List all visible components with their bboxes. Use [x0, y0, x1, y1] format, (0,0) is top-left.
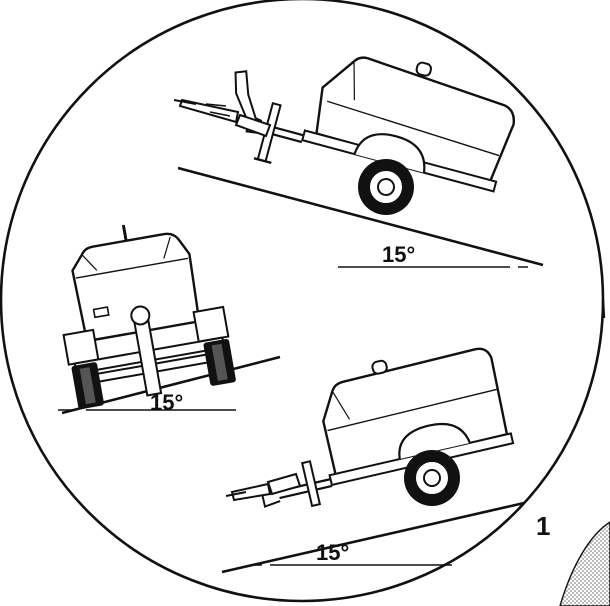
ground-slope: [177, 166, 544, 267]
lifting-eye: [415, 61, 432, 77]
angle-label: 15°: [316, 540, 349, 565]
view-side-downhill: 15°: [221, 347, 525, 574]
corner-shading: [559, 521, 610, 606]
angle-label: 15°: [382, 242, 415, 267]
ground-slope: [221, 501, 525, 574]
view-side-uphill: 15°: [173, 56, 544, 268]
view-rear-lateral: 15°: [58, 224, 281, 415]
angle-label: 15°: [150, 390, 183, 415]
canopy: [315, 56, 516, 184]
figure-number: 1: [536, 511, 550, 541]
frame-circle-right-edge: [601, 299, 606, 319]
